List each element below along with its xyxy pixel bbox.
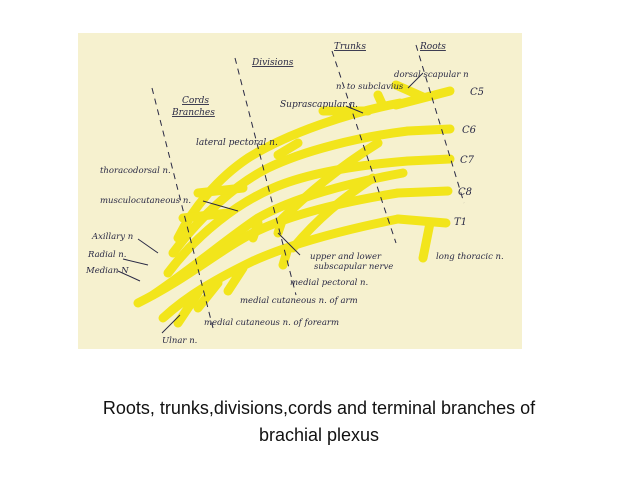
label-thoracodorsal: thoracodorsal n. (100, 166, 171, 176)
thoracodorsal-branch (193, 183, 248, 198)
label-n-to-subclavius: n. to subclavius (336, 82, 404, 92)
label-medial-cut-forearm: medial cutaneous n. of forearm (204, 318, 339, 328)
diagram-canvas: Divisions Trunks Roots Cords Branches do… (85, 42, 504, 346)
subclavius-branch (373, 90, 388, 111)
label-ulnar: Ulnar n. (162, 336, 197, 346)
figure-caption: Roots, trunks,divisions,cords and termin… (20, 395, 618, 449)
leader-median (117, 270, 141, 282)
label-upper-lower-subscapular-2: subscapular nerve (314, 262, 393, 272)
long-thoracic-branch (418, 218, 435, 263)
label-lateral-pectoral: lateral pectoral n. (196, 138, 278, 148)
upper-subscapular-branch (273, 213, 288, 238)
divider-divisions (234, 57, 297, 296)
label-musculocutaneous: musculocutaneous n. (100, 196, 191, 206)
label-dorsal-scapular: dorsal scapular n (394, 70, 469, 80)
diagram-labels: Divisions Trunks Roots Cords Branches do… (85, 42, 504, 346)
label-c8: C8 (458, 187, 472, 198)
label-medial-cut-arm: medial cutaneous n. of arm (240, 296, 358, 306)
leader-axillary (137, 238, 159, 254)
leader-radial (122, 258, 149, 266)
dorsal-scapular-branch (391, 80, 428, 102)
leader-subscapular (277, 232, 301, 256)
leader-dorsal-scapular (407, 72, 424, 89)
label-t1: T1 (454, 217, 467, 228)
medial-pectoral-branch (278, 243, 293, 270)
anterior-division-1 (273, 138, 383, 228)
anterior-division-2 (288, 173, 378, 253)
ulnar-branch (173, 288, 203, 328)
label-axillary: Axillary n (91, 232, 133, 242)
root-t1 (393, 214, 451, 228)
leader-suprascapular (345, 105, 364, 114)
divider-trunks (331, 50, 397, 244)
divider-roots (415, 44, 465, 204)
root-c8 (393, 186, 453, 198)
leader-ulnar (161, 314, 181, 334)
caption-line-2: brachial plexus (258, 425, 380, 445)
middle-trunk (163, 156, 413, 278)
label-upper-lower-subscapular-1: upper and lower (310, 252, 382, 262)
label-c6: C6 (462, 125, 477, 136)
root-c7 (403, 154, 455, 166)
label-radial: Radial n. (87, 250, 127, 260)
medial-cutaneous-forearm-branch (193, 278, 223, 313)
lateral-pectoral-branch (273, 138, 303, 160)
label-branches: Branches (171, 108, 215, 118)
label-c5: C5 (470, 87, 484, 98)
label-median: Median N (85, 266, 129, 276)
caption-line-1: Roots, trunks,divisions,cords and termin… (102, 398, 536, 418)
label-c7: C7 (460, 155, 475, 166)
label-suprascapular: Suprascapular n. (280, 100, 358, 110)
label-trunks: Trunks (334, 42, 366, 52)
brachial-plexus-diagram: Divisions Trunks Roots Cords Branches do… (78, 33, 522, 349)
label-roots: Roots (419, 42, 446, 52)
root-c6 (403, 124, 455, 136)
label-long-thoracic: long thoracic n. (436, 252, 504, 262)
medial-cutaneous-arm-branch (223, 263, 248, 296)
divider-cords (151, 87, 214, 329)
nerve-paths (133, 80, 455, 328)
leader-musculocutaneous (202, 200, 239, 212)
lower-subscapular-branch (248, 218, 263, 243)
label-cords: Cords (182, 96, 209, 106)
label-divisions: Divisions (251, 58, 294, 68)
region-dividers (117, 44, 465, 334)
musculocutaneous-branch (178, 208, 233, 223)
medial-cord (158, 214, 403, 323)
label-medial-pectoral: medial pectoral n. (290, 278, 368, 288)
